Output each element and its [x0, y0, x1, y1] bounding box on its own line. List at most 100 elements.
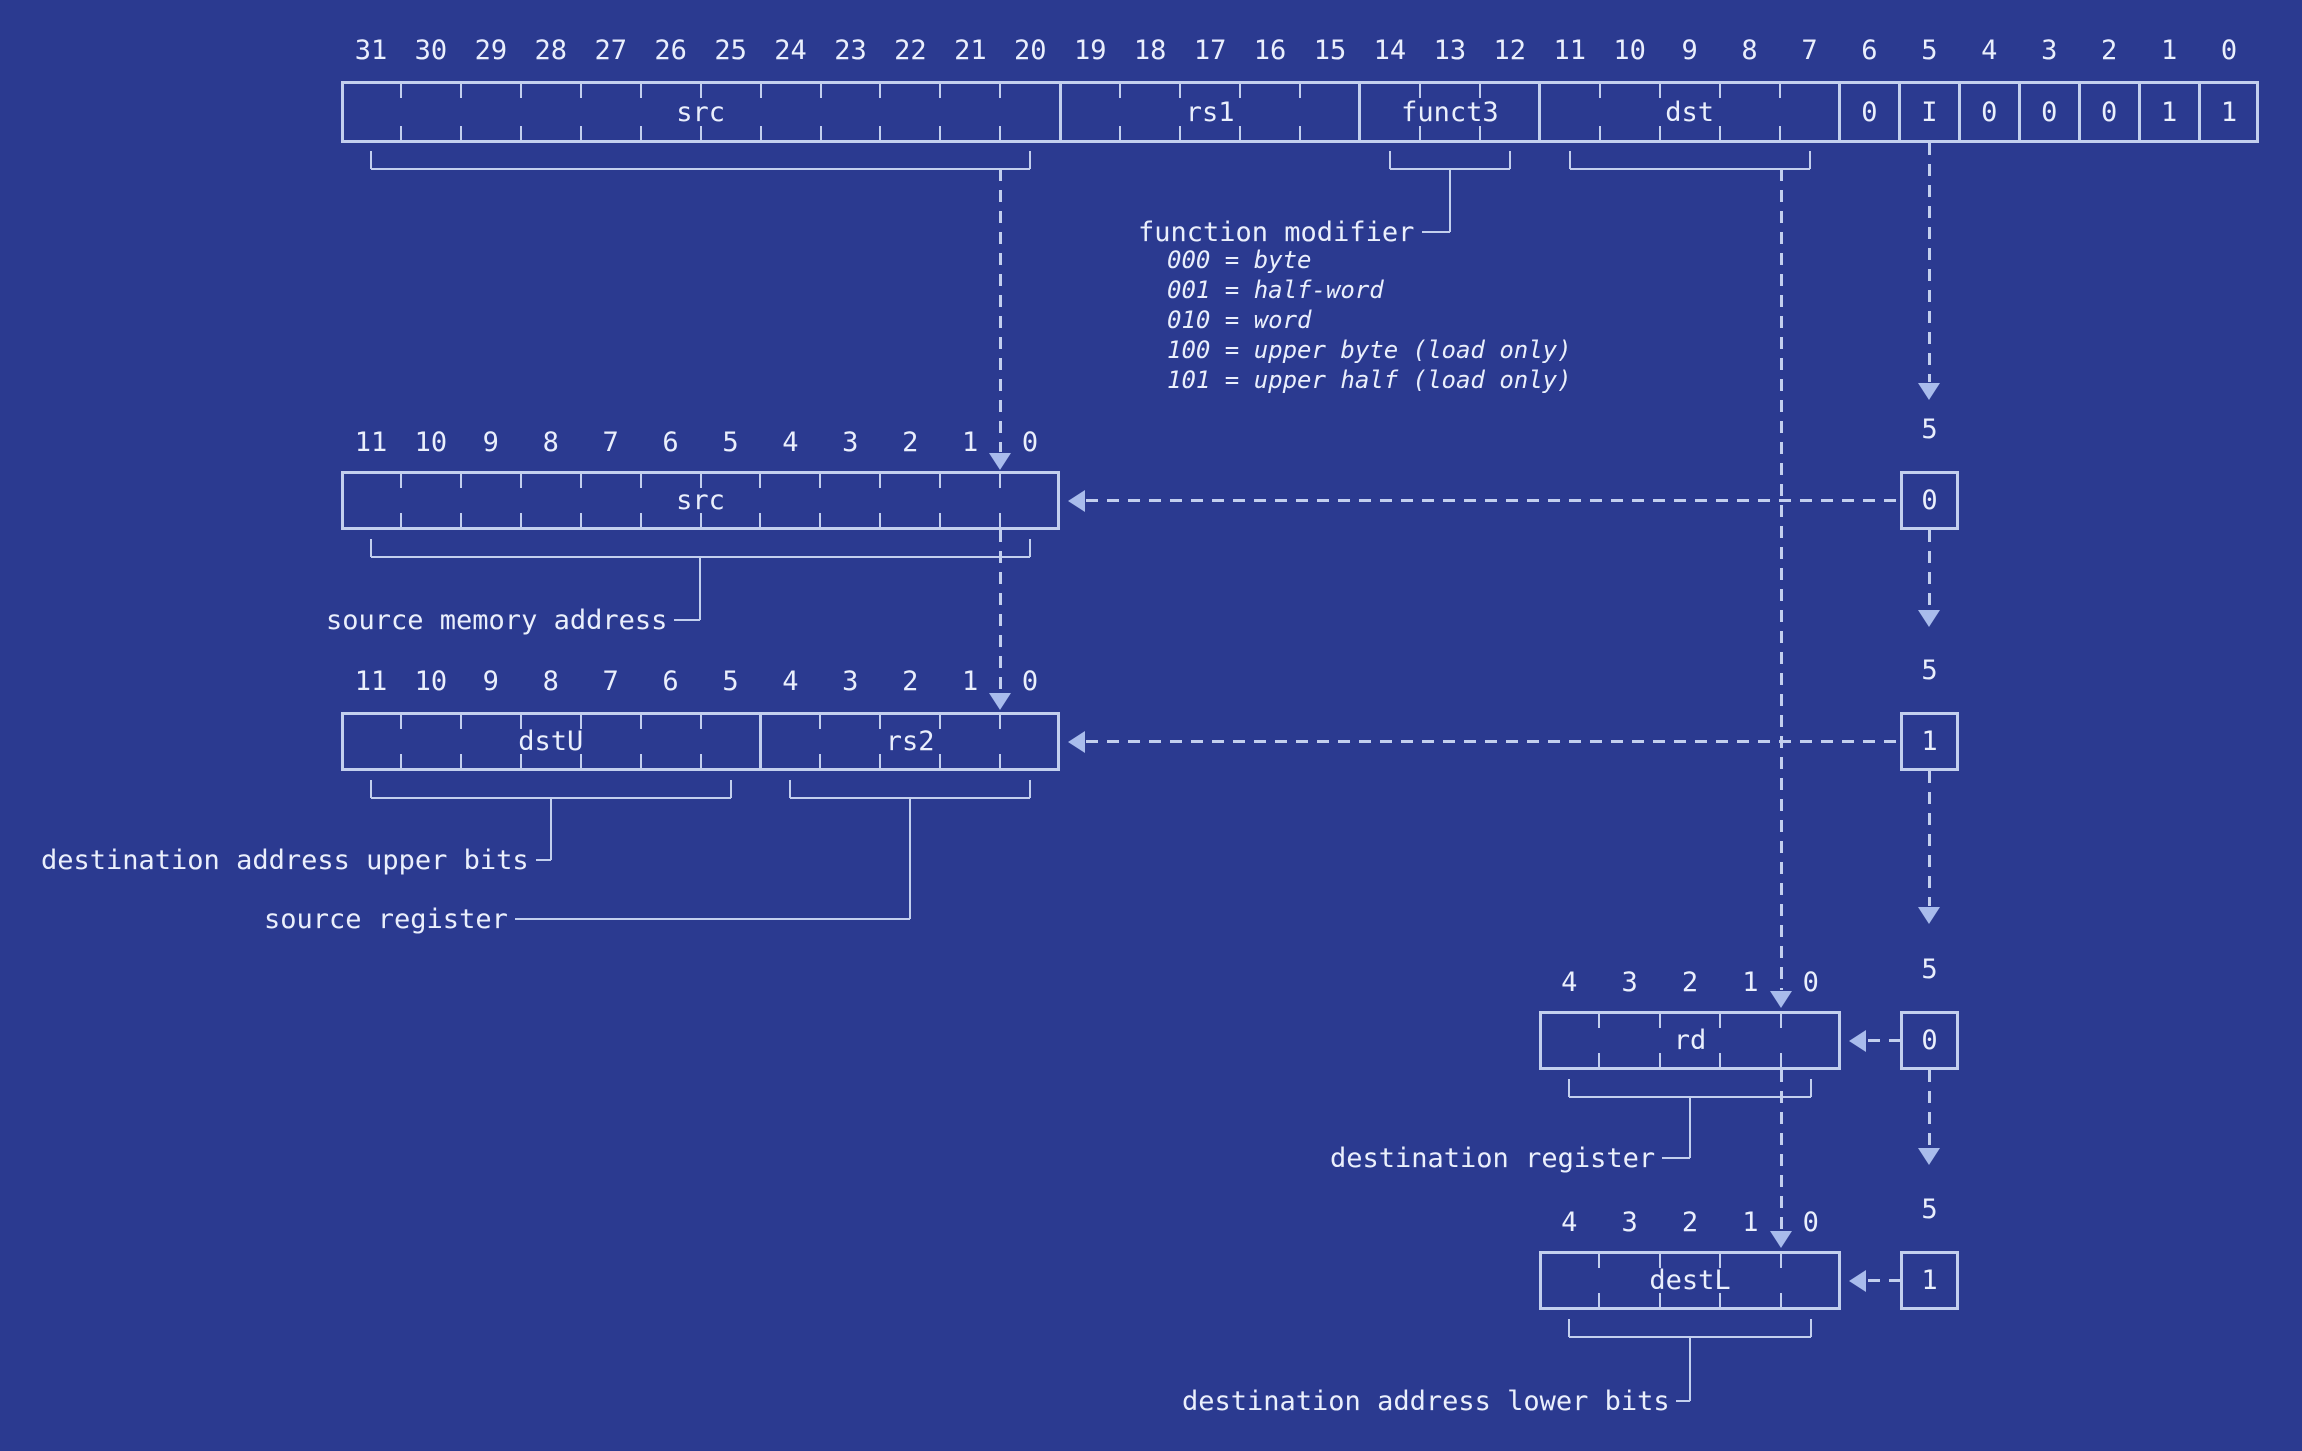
main-reg-bit-tick — [1598, 84, 1601, 98]
main-reg-bit-tick — [1179, 84, 1182, 98]
src-reg-bit-tick — [399, 474, 402, 488]
function-modifier-option: 100 = upper byte (load only) — [1167, 336, 1572, 364]
src-reg-underbrace-left-stem — [370, 539, 372, 557]
destination-address-upper-bits-label: destination address upper bits — [41, 844, 529, 876]
rd-reg-bit-tick — [1719, 1053, 1722, 1067]
main-reg-bit-label: 11 — [1553, 34, 1586, 66]
src-reg-bit-label: 1 — [961, 426, 979, 458]
src-flow-wire-1 — [998, 169, 1002, 452]
main-reg-bit-label: 3 — [2041, 34, 2058, 66]
main-reg-field-label-1: 1 — [2220, 96, 2238, 128]
dstu-rs2-reg-bit-label: 3 — [842, 665, 859, 697]
main-reg-bit-label: 12 — [1493, 34, 1527, 66]
ibit-flow-arrow-1 — [1918, 383, 1940, 400]
main-reg-field-label-0: 0 — [1981, 96, 1998, 128]
dstu-rs2-reg-bit-tick — [579, 754, 582, 768]
dstu-rs2-reg-bit-tick — [639, 754, 642, 768]
funct3-callout-connector — [1422, 231, 1450, 233]
dstu-caption-stem — [550, 798, 552, 860]
destination-register-label: destination register — [1330, 1142, 1656, 1174]
rd-reg-bit-tick — [1598, 1014, 1601, 1028]
main-reg-bit-tick — [1179, 126, 1182, 140]
function-modifier-option: 001 = half-word — [1167, 276, 1384, 304]
src-reg-bit-tick — [579, 513, 582, 527]
rd-reg-box — [1539, 1011, 1841, 1070]
main-reg-bit-tick — [699, 126, 702, 140]
main-reg-bit-tick — [519, 84, 522, 98]
main-reg-field-label-I: I — [1921, 96, 1938, 128]
rd-reg-bit-tick — [1658, 1014, 1661, 1028]
dstu-rs2-reg-bit-tick — [639, 715, 642, 729]
ibit-flow-wire-2 — [1927, 530, 1931, 609]
rs2-caption-connector — [515, 918, 910, 920]
main-reg-bit-tick — [459, 126, 462, 140]
rd-reg-bit-label: 1 — [1742, 966, 1759, 998]
function-modifier-option: 010 = word — [1167, 306, 1312, 334]
main-reg-field-divider — [2017, 81, 2021, 143]
function-modifier-label: function modifier — [1138, 216, 1415, 248]
destl-reg-bit-label: 3 — [1621, 1206, 1638, 1238]
select-bit-dstu-wire — [1086, 740, 1900, 743]
main-reg-bit-tick — [1598, 126, 1601, 140]
main-reg-field-divider — [1897, 81, 1901, 143]
src-reg-bit-tick — [519, 474, 522, 488]
destl-reg-bit-label: 4 — [1561, 1206, 1578, 1238]
dst-field-underbrace-right-stem — [1809, 151, 1811, 169]
main-reg-bit-tick — [639, 84, 642, 98]
dstu-rs2-reg-bit-tick — [999, 715, 1002, 729]
dstu-rs2-reg-bit-tick — [519, 715, 522, 729]
main-reg-field-divider — [1358, 81, 1362, 143]
main-reg-field-label-dst: dst — [1665, 96, 1714, 128]
ibit-flow-wire-4 — [1927, 1070, 1931, 1147]
main-reg-field-divider — [1538, 81, 1542, 143]
main-reg-bit-label: 9 — [1681, 34, 1698, 66]
main-reg-bit-tick — [1418, 84, 1421, 98]
src-reg-field-label-src: src — [676, 485, 725, 516]
main-reg-bit-label: 13 — [1433, 34, 1467, 66]
main-reg-bit-label: 8 — [1741, 34, 1758, 66]
dstu-rs2-reg-bit-tick — [939, 754, 942, 768]
main-reg-bit-label: 22 — [894, 34, 927, 66]
main-reg-bit-label: 25 — [714, 34, 747, 66]
dst-flow-arrow-1 — [1770, 991, 1792, 1008]
main-reg-bit-label: 24 — [774, 34, 807, 66]
rd-reg-bit-tick — [1658, 1053, 1661, 1067]
select-bit-destl-arrow — [1849, 1269, 1866, 1292]
main-reg-bit-label: 2 — [2101, 34, 2118, 66]
src-flow-arrow-1 — [989, 453, 1011, 470]
main-reg-field-divider — [1957, 81, 1961, 143]
dstu-rs2-reg-bit-tick — [399, 715, 402, 729]
main-reg-bit-tick — [819, 84, 822, 98]
src-reg-bit-label: 0 — [1021, 426, 1039, 458]
main-reg-bit-tick — [1658, 126, 1661, 140]
dst-field-underbrace-base — [1570, 168, 1810, 170]
select-bit-rd-bit-position-label: 5 — [1921, 953, 1938, 985]
ibit-flow-arrow-3 — [1918, 907, 1940, 924]
destl-reg-bit-tick — [1779, 1254, 1782, 1268]
src-reg-bit-tick — [759, 474, 762, 488]
src-reg-bit-tick — [759, 513, 762, 527]
main-reg-bit-tick — [1299, 84, 1301, 98]
select-bit-dstu-value-box: 1 — [1900, 712, 1959, 771]
main-reg-bit-tick — [1718, 84, 1721, 98]
dstu-rs2-reg-bit-label: 1 — [961, 665, 979, 697]
src-reg-bit-tick — [699, 474, 702, 488]
dstu-rs2-reg-bit-tick — [399, 754, 402, 768]
main-reg-bit-tick — [639, 126, 642, 140]
dstu-rs2-reg-bit-tick — [939, 715, 942, 729]
dstu-rs2-reg-bit-label: 8 — [542, 665, 559, 697]
rd-reg-field-label-rd: rd — [1673, 1025, 1707, 1056]
main-reg-field-divider — [2197, 81, 2201, 143]
main-reg-bit-label: 15 — [1313, 34, 1347, 66]
src-flow-arrow-2 — [989, 693, 1011, 710]
main-reg-bit-tick — [1119, 126, 1122, 140]
dstu-rs2-reg-bit-label: 6 — [662, 665, 679, 697]
main-reg-field-divider — [2137, 81, 2141, 143]
main-reg-bit-label: 7 — [1801, 34, 1818, 66]
src-reg-bit-tick — [939, 513, 942, 527]
src-reg-bit-tick — [459, 513, 462, 527]
src-reg-bit-tick — [699, 513, 702, 527]
dstu-rs2-reg-bit-tick — [819, 715, 822, 729]
main-reg-bit-label: 10 — [1613, 34, 1646, 66]
destl-reg-bit-tick — [1779, 1293, 1782, 1307]
